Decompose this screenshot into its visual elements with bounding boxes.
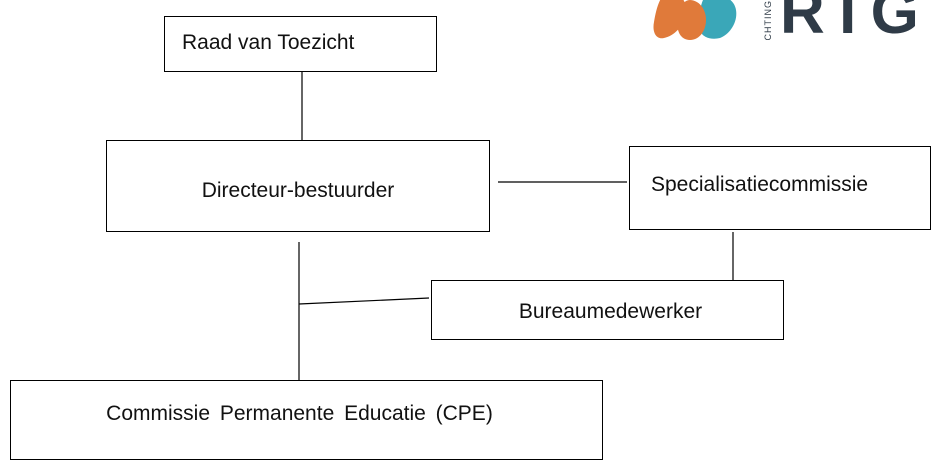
- connector-trunk-bureau: [298, 297, 430, 305]
- rtg-logo: STICHTING RTG: [650, 0, 944, 40]
- box-commissie-permanente-educatie: Commissie Permanente Educatie (CPE): [10, 380, 603, 460]
- logo-wordmark: RTG: [780, 0, 923, 40]
- box-specialisatiecommissie-label: Specialisatiecommissie: [651, 172, 869, 196]
- box-bureaumedewerker: Bureaumedewerker: [431, 280, 784, 340]
- box-directeur-bestuurder: Directeur-bestuurder: [106, 140, 490, 232]
- logo-mark-icon: [653, 0, 737, 40]
- box-specialisatiecommissie: Specialisatiecommissie: [629, 146, 931, 230]
- logo-small-text: STICHTING: [763, 0, 773, 40]
- box-raad-van-toezicht-label: Raad van Toezicht: [182, 30, 355, 54]
- box-raad-van-toezicht: Raad van Toezicht: [164, 16, 437, 72]
- box-bureaumedewerker-label: Bureaumedewerker: [518, 299, 703, 323]
- box-commissie-permanente-educatie-label: Commissie Permanente Educatie (CPE): [106, 402, 493, 425]
- box-directeur-bestuurder-label: Directeur-bestuurder: [201, 178, 395, 202]
